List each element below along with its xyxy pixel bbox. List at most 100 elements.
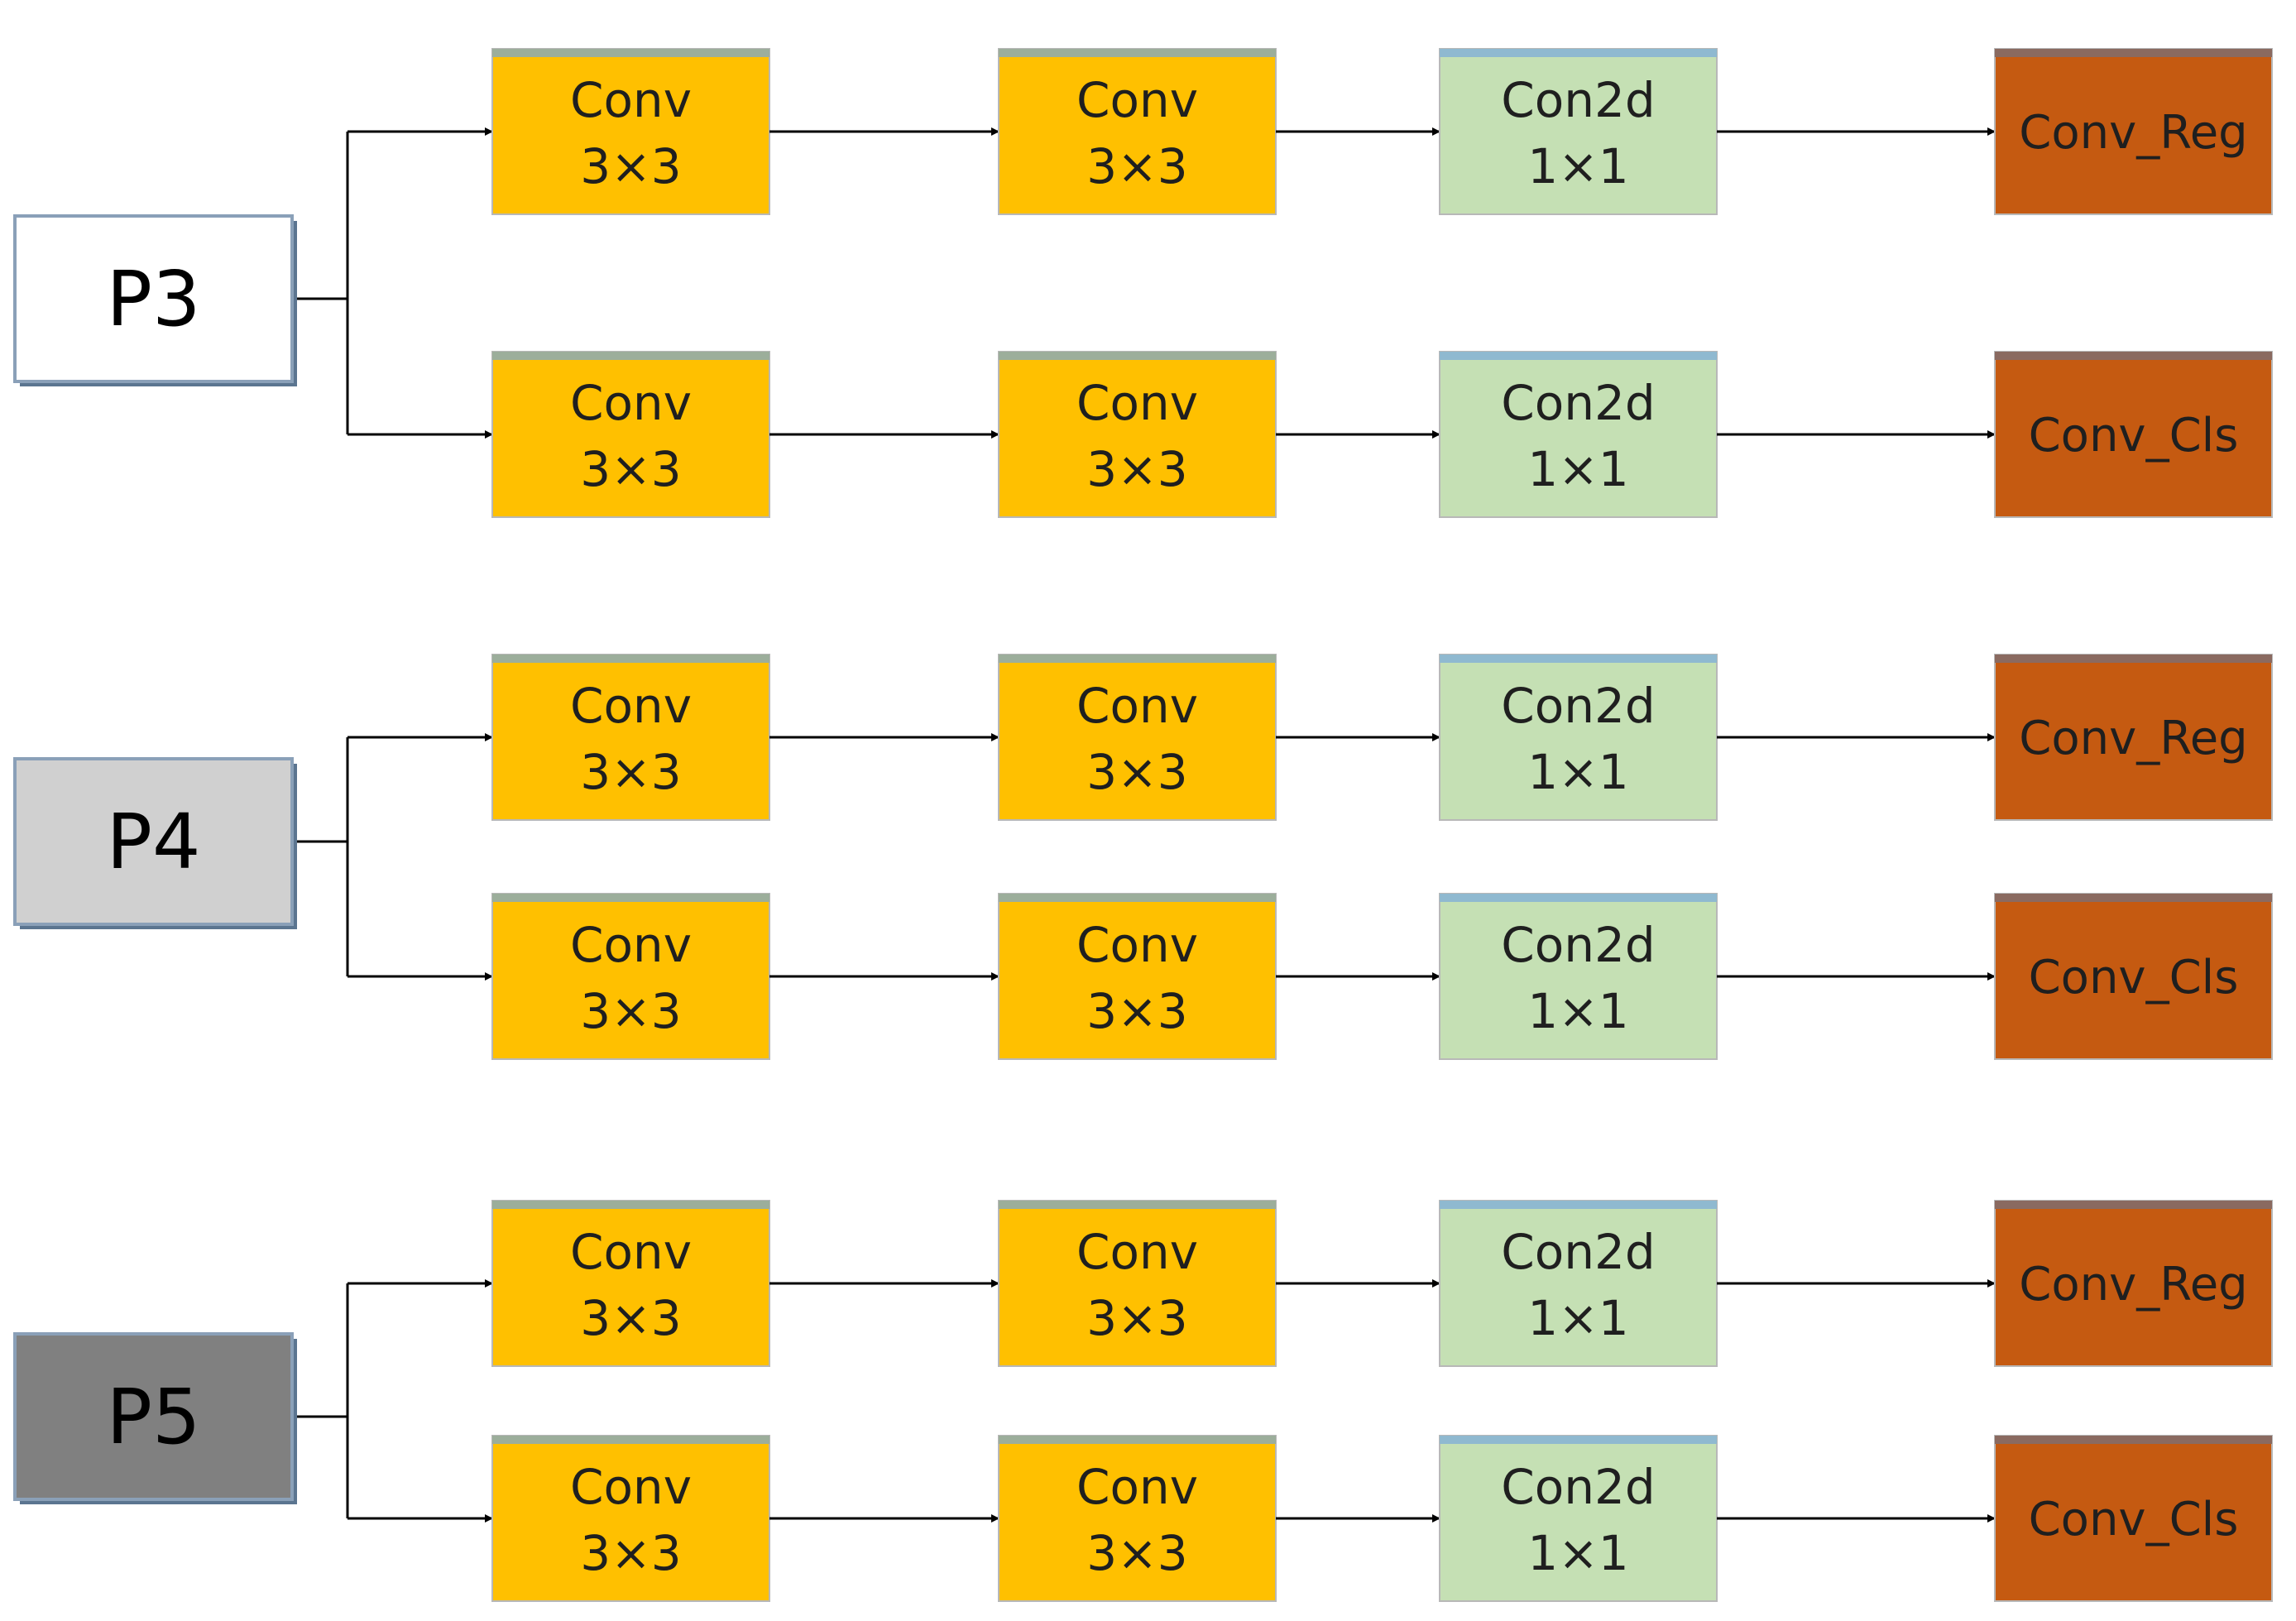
block-label: Conv_Cls	[2029, 1493, 2239, 1547]
block-label: Conv_Cls	[2029, 409, 2239, 463]
conv3x3-block: Conv 3×3	[998, 351, 1277, 518]
con2d-1x1-block: Con2d 1×1	[1439, 1200, 1718, 1367]
block-label-line1: Conv	[1076, 72, 1198, 128]
block-body	[998, 893, 1277, 1060]
block-body	[1994, 654, 2273, 821]
block-label-line2: 3×3	[580, 744, 681, 800]
block-label-line1: Conv	[1076, 917, 1198, 973]
block-top-edge	[492, 1201, 769, 1209]
block-body	[998, 351, 1277, 518]
input-box-p5: P5	[13, 1332, 297, 1504]
block-label-line1: Conv	[570, 1459, 692, 1515]
block-top-edge	[1995, 1436, 2272, 1444]
conv-cls-block: Conv_Cls	[1994, 1435, 2273, 1602]
block-label-line2: 3×3	[1086, 1290, 1187, 1346]
block-label-line2: 3×3	[580, 441, 681, 497]
input-box-p4: P4	[13, 757, 297, 929]
block-label-line2: 3×3	[1086, 983, 1187, 1039]
block-top-edge	[1440, 655, 1717, 663]
block-body	[998, 654, 1277, 821]
conv-reg-block: Conv_Reg	[1994, 48, 2273, 215]
block-label-line2: 1×1	[1527, 441, 1628, 497]
block-body	[1994, 1435, 2273, 1602]
group-p5: P5Conv3×3Conv3×3Con2d1×1Conv_RegConv3×3C…	[13, 1200, 2273, 1602]
block-label-line1: Conv	[570, 678, 692, 734]
block-label-line1: Conv	[1076, 1224, 1198, 1280]
block-label-line1: Con2d	[1501, 917, 1655, 973]
block-body	[1994, 48, 2273, 215]
block-label-line2: 1×1	[1527, 983, 1628, 1039]
block-label-line1: Conv	[1076, 678, 1198, 734]
conv3x3-block: Conv 3×3	[491, 654, 770, 821]
block-top-edge	[492, 655, 769, 663]
block-top-edge	[492, 1436, 769, 1444]
block-label-line2: 1×1	[1527, 1290, 1628, 1346]
block-top-edge	[492, 49, 769, 57]
group-p3: P3Conv3×3Conv3×3Con2d1×1Conv_RegConv3×3C…	[13, 48, 2273, 518]
block-top-edge	[1995, 352, 2272, 360]
block-top-edge	[1440, 894, 1717, 902]
block-top-edge	[999, 1436, 1276, 1444]
block-top-edge	[1440, 352, 1717, 360]
input-label: P3	[106, 255, 200, 343]
block-label-line1: Conv	[570, 72, 692, 128]
block-label-line2: 1×1	[1527, 1525, 1628, 1581]
block-top-edge	[492, 894, 769, 902]
conv-reg-block: Conv_Reg	[1994, 654, 2273, 821]
block-label-line2: 3×3	[580, 138, 681, 194]
block-body	[1439, 351, 1718, 518]
block-label-line2: 3×3	[1086, 744, 1187, 800]
block-body	[491, 1200, 770, 1367]
input-label: P5	[106, 1373, 200, 1461]
block-top-edge	[1995, 655, 2272, 663]
block-top-edge	[999, 352, 1276, 360]
block-label-line2: 3×3	[1086, 138, 1187, 194]
block-top-edge	[999, 49, 1276, 57]
conv-reg-block: Conv_Reg	[1994, 1200, 2273, 1367]
block-top-edge	[1440, 49, 1717, 57]
block-body	[491, 351, 770, 518]
block-body	[491, 654, 770, 821]
input-box-body	[13, 757, 294, 926]
block-body	[1994, 351, 2273, 518]
con2d-1x1-block: Con2d 1×1	[1439, 893, 1718, 1060]
block-body	[1439, 1435, 1718, 1602]
block-label-line1: Con2d	[1501, 1224, 1655, 1280]
block-label-line2: 1×1	[1527, 744, 1628, 800]
block-body	[998, 1435, 1277, 1602]
block-label: Conv_Reg	[2019, 712, 2247, 765]
conv3x3-block: Conv 3×3	[998, 654, 1277, 821]
con2d-1x1-block: Con2d 1×1	[1439, 351, 1718, 518]
con2d-1x1-block: Con2d 1×1	[1439, 654, 1718, 821]
block-top-edge	[999, 894, 1276, 902]
block-body	[1994, 893, 2273, 1060]
input-box-body	[13, 214, 294, 383]
input-label: P4	[106, 798, 200, 886]
block-label-line2: 3×3	[1086, 441, 1187, 497]
block-body	[1439, 1200, 1718, 1367]
block-body	[491, 1435, 770, 1602]
block-label-line1: Con2d	[1501, 72, 1655, 128]
block-body	[1994, 1200, 2273, 1367]
input-box-p3: P3	[13, 214, 297, 386]
block-label-line1: Con2d	[1501, 678, 1655, 734]
conv-cls-block: Conv_Cls	[1994, 351, 2273, 518]
block-label-line1: Conv	[1076, 375, 1198, 431]
block-label-line1: Con2d	[1501, 375, 1655, 431]
conv3x3-block: Conv 3×3	[998, 1200, 1277, 1367]
block-body	[998, 48, 1277, 215]
input-box-body	[13, 1332, 294, 1501]
block-label-line1: Conv	[1076, 1459, 1198, 1515]
block-body	[1439, 893, 1718, 1060]
group-p4: P4Conv3×3Conv3×3Con2d1×1Conv_RegConv3×3C…	[13, 654, 2273, 1060]
